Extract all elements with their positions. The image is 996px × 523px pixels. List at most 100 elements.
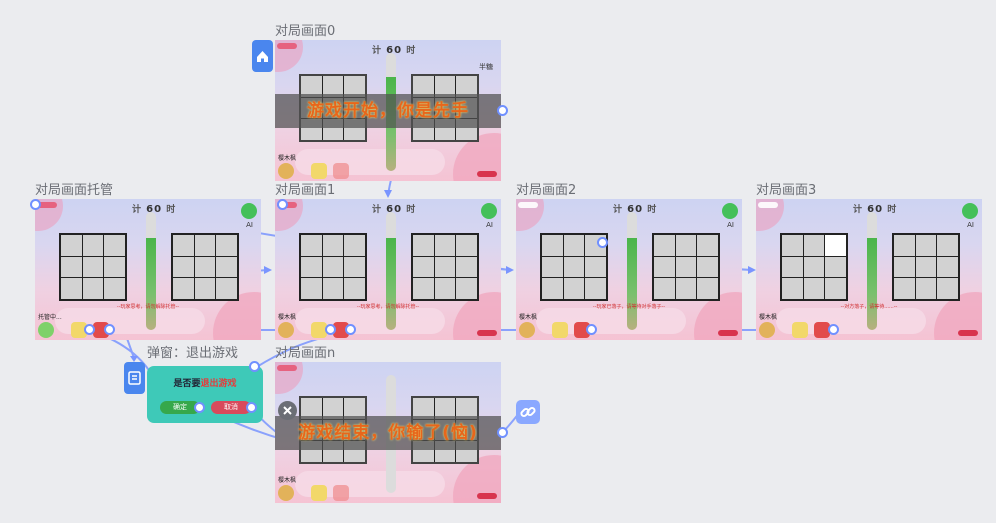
player-avatar [38,322,54,338]
board-grid-left[interactable] [540,233,608,301]
time-bar [146,212,156,330]
link-icon [520,406,536,418]
frame-3-board: 计 60 时 AI --对方落子，请等待......-- 樱木枫 [756,199,982,340]
connector-dot[interactable] [497,105,508,116]
notice-text: --对方落子，请等待......-- [840,304,898,310]
timer: 计 60 时 [613,204,658,215]
popup-question: 是否要退出游戏 [173,379,237,389]
list-icon [128,371,141,385]
end-node[interactable] [278,401,297,420]
timer: 计 60 时 [132,204,177,215]
action-button[interactable] [718,330,738,336]
quit-button[interactable] [758,202,778,208]
frame-0-label: 对局画面0 [275,24,336,39]
ai-label: AI [246,221,253,229]
ai-label: AI [727,221,734,229]
close-icon [283,406,292,415]
board-grid-right[interactable] [652,233,720,301]
connector-dot[interactable] [597,237,608,248]
action-button[interactable] [477,493,497,499]
board-grid-left[interactable] [780,233,848,301]
start-overlay-text: 游戏开始，你是先手 [307,101,469,121]
player-name: 樱木枫 [278,477,297,484]
timer: 计 60 时 [853,204,898,215]
end-overlay-text: 游戏结束，你输了(恼) [298,423,478,443]
connector-dot[interactable] [828,324,839,335]
board-grid-left[interactable] [299,233,367,301]
exit-popup: 是否要退出游戏 确定 取消 [147,366,263,423]
frame-1-board: 计 60 时 AI --玩家思考，请勿解除托管-- 樱木枫 [275,199,501,340]
player-avatar [519,322,535,338]
board-grid-left[interactable] [59,233,127,301]
time-bar [867,212,877,330]
frame-n-label: 对局画面n [275,346,336,361]
connector-dot[interactable] [30,199,41,210]
frame-trust-label: 对局画面托管 [35,183,114,198]
player-name: 樱木枫 [278,155,297,162]
time-bar [386,212,396,330]
item-chip[interactable] [552,322,568,338]
connector-dot[interactable] [497,427,508,438]
quit-button[interactable] [37,202,57,208]
quit-button[interactable] [518,202,538,208]
trust-status: 托管中... [38,314,62,321]
item-chip[interactable] [311,322,327,338]
link-node[interactable] [516,400,540,424]
quit-button[interactable] [277,365,297,371]
item-chip[interactable] [333,485,349,501]
action-button[interactable] [477,171,497,177]
home-icon [257,51,268,62]
ai-label: AI [967,221,974,229]
player-name: 樱木枫 [759,314,778,321]
notice-text: --玩家思考，请勿解除托管-- [356,304,420,310]
ai-avatar [962,203,978,219]
frame-n-board: 樱木枫 游戏结束，你输了(恼) [275,362,501,503]
action-button[interactable] [958,330,978,336]
frame-2-board: 计 60 时 AI --玩家已落子，请等待对手落子-- 樱木枫 [516,199,742,340]
item-chip[interactable] [71,322,87,338]
board-grid-right[interactable] [892,233,960,301]
popup-node[interactable] [124,362,145,394]
notice-text: --玩家思考，请勿解除托管-- [116,304,180,310]
item-chip[interactable] [792,322,808,338]
end-overlay [275,416,501,450]
board-grid-right[interactable] [411,233,479,301]
item-chip[interactable] [814,322,830,338]
action-button[interactable] [477,330,497,336]
timer: 计 60 时 [372,204,417,215]
start-node[interactable] [252,40,273,72]
time-bar [627,212,637,330]
cancel-button[interactable]: 取消 [211,401,251,414]
connector-dot[interactable] [104,324,115,335]
item-chip[interactable] [311,163,327,179]
connector-dot[interactable] [194,402,205,413]
connector-dot[interactable] [586,324,597,335]
board-grid-right[interactable] [171,233,239,301]
connector-dot[interactable] [277,199,288,210]
confirm-button[interactable]: 确定 [160,401,200,414]
connector-dot[interactable] [249,361,260,372]
player-avatar [759,322,775,338]
item-chip[interactable] [311,485,327,501]
frame-1-label: 对局画面1 [275,183,336,198]
connector-dot[interactable] [325,324,336,335]
item-chip[interactable] [333,163,349,179]
notice-text: --玩家已落子，请等待对手落子-- [592,304,666,310]
ai-label: AI [486,221,493,229]
frame-0-board: 计 60 时 半糖 樱木枫 游戏开始，你是先手 [275,40,501,181]
frame-2-label: 对局画面2 [516,183,577,198]
quit-button[interactable] [277,43,297,49]
ai-avatar [722,203,738,219]
start-overlay [275,94,501,128]
frame-3-label: 对局画面3 [756,183,817,198]
timer: 计 60 时 [372,45,417,56]
opponent-name: 半糖 [479,63,493,71]
player-avatar [278,322,294,338]
popup-label: 弹窗：退出游戏 [147,346,239,361]
player-avatar [278,163,294,179]
ai-avatar [481,203,497,219]
connector-dot[interactable] [345,324,356,335]
connector-dot[interactable] [84,324,95,335]
player-avatar [278,485,294,501]
connector-dot[interactable] [246,402,257,413]
